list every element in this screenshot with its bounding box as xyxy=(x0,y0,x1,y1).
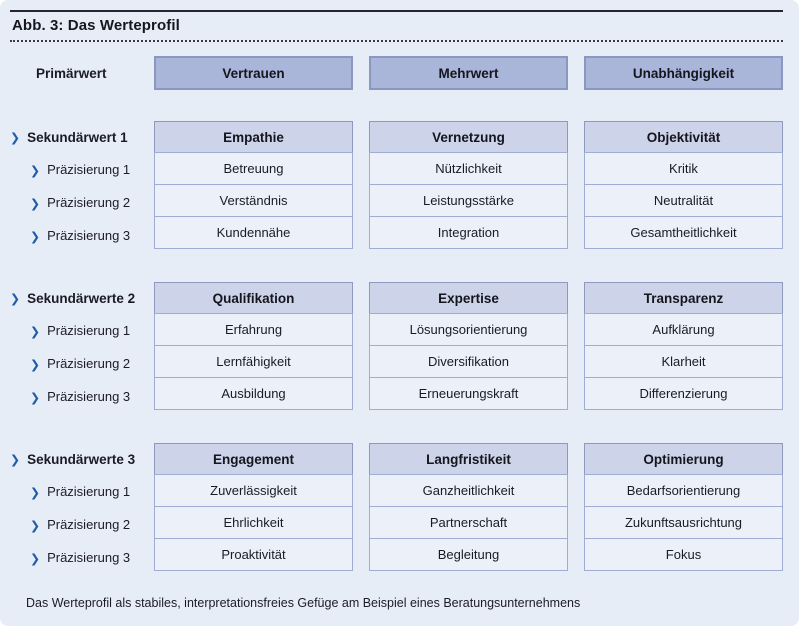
value-cell: Ausbildung xyxy=(154,377,353,410)
section-labels: ❯ Sekundärwerte 3 ❯ Präzisierung 1 ❯ Prä… xyxy=(10,443,138,574)
figure-title: Abb. 3: Das Werteprofil xyxy=(12,17,180,34)
section-labels: ❯ Sekundärwert 1 ❯ Präzisierung 1 ❯ Präz… xyxy=(10,121,138,252)
section-sekundaerwerte-2: ❯ Sekundärwerte 2 ❯ Präzisierung 1 ❯ Prä… xyxy=(10,282,783,413)
primary-value-box: Vertrauen xyxy=(154,56,353,90)
row-label-text: Präzisierung 1 xyxy=(47,484,131,499)
value-cell: Kundennähe xyxy=(154,216,353,249)
chevron-right-icon: ❯ xyxy=(30,485,41,499)
row-label-text: Präzisierung 3 xyxy=(47,389,131,404)
row-label: ❯ Präzisierung 3 xyxy=(10,219,138,252)
row-label-text: Präzisierung 1 xyxy=(47,323,131,338)
row-label-text: Präzisierung 3 xyxy=(47,550,131,565)
value-cell: Ehrlichkeit xyxy=(154,506,353,539)
row-label: ❯ Präzisierung 1 xyxy=(10,153,138,186)
figure-header: Abb. 3: Das Werteprofil xyxy=(10,10,783,42)
row-label-text: Präzisierung 2 xyxy=(47,517,131,532)
value-cell: Neutralität xyxy=(584,184,783,217)
row-label: ❯ Präzisierung 2 xyxy=(10,508,138,541)
value-cell: Ganzheitlichkeit xyxy=(369,474,568,507)
section-sekundaerwerte-3: ❯ Sekundärwerte 3 ❯ Präzisierung 1 ❯ Prä… xyxy=(10,443,783,574)
value-column: Transparenz Aufklärung Klarheit Differen… xyxy=(584,282,783,410)
column-header-cell: Empathie xyxy=(154,121,353,153)
value-cell: Begleitung xyxy=(369,538,568,571)
chevron-right-icon: ❯ xyxy=(10,291,21,306)
value-cell: Betreuung xyxy=(154,152,353,185)
column-header-cell: Engagement xyxy=(154,443,353,475)
row-label-text: Präzisierung 3 xyxy=(47,228,131,243)
column-header-cell: Langfristikeit xyxy=(369,443,568,475)
chevron-right-icon: ❯ xyxy=(30,357,41,371)
value-cell: Lösungsorientierung xyxy=(369,313,568,346)
value-cell: Fokus xyxy=(584,538,783,571)
value-cell: Leistungsstärke xyxy=(369,184,568,217)
section-label: ❯ Sekundärwerte 3 xyxy=(10,443,138,475)
chevron-right-icon: ❯ xyxy=(30,196,41,210)
chevron-right-icon: ❯ xyxy=(10,452,21,467)
figure-caption: Das Werteprofil als stabiles, interpreta… xyxy=(26,596,581,610)
section-label-text: Sekundärwert 1 xyxy=(27,129,128,145)
value-column: Expertise Lösungsorientierung Diversifik… xyxy=(369,282,568,410)
value-cell: Nützlichkeit xyxy=(369,152,568,185)
value-column: Empathie Betreuung Verständnis Kundennäh… xyxy=(154,121,353,249)
section-label-text: Sekundärwerte 3 xyxy=(27,451,136,467)
value-cell: Differenzierung xyxy=(584,377,783,410)
value-column: Engagement Zuverlässigkeit Ehrlichkeit P… xyxy=(154,443,353,571)
chevron-right-icon: ❯ xyxy=(30,551,41,565)
column-header-cell: Transparenz xyxy=(584,282,783,314)
value-column: Optimierung Bedarfsorientierung Zukunfts… xyxy=(584,443,783,571)
primary-value-box: Unabhängigkeit xyxy=(584,56,783,90)
section-labels: ❯ Sekundärwerte 2 ❯ Präzisierung 1 ❯ Prä… xyxy=(10,282,138,413)
chevron-right-icon: ❯ xyxy=(30,390,41,404)
value-cell: Kritik xyxy=(584,152,783,185)
primary-label: Primärwert xyxy=(36,65,107,81)
value-cell: Proaktivität xyxy=(154,538,353,571)
section-label-text: Sekundärwerte 2 xyxy=(27,290,136,306)
primary-row: Primärwert Vertrauen Mehrwert Unabhängig… xyxy=(10,56,783,90)
chevron-right-icon: ❯ xyxy=(30,518,41,532)
primary-value-box: Mehrwert xyxy=(369,56,568,90)
row-label-text: Präzisierung 2 xyxy=(47,195,131,210)
section-label: ❯ Sekundärwerte 2 xyxy=(10,282,138,314)
value-cell: Zukunftsausrichtung xyxy=(584,506,783,539)
chevron-right-icon: ❯ xyxy=(10,130,21,145)
value-column: Vernetzung Nützlichkeit Leistungsstärke … xyxy=(369,121,568,249)
column-header-cell: Optimierung xyxy=(584,443,783,475)
column-header-cell: Qualifikation xyxy=(154,282,353,314)
column-header-cell: Vernetzung xyxy=(369,121,568,153)
row-label: ❯ Präzisierung 2 xyxy=(10,347,138,380)
value-cell: Zuverlässigkeit xyxy=(154,474,353,507)
value-cell: Aufklärung xyxy=(584,313,783,346)
column-header-cell: Objektivität xyxy=(584,121,783,153)
column-header-cell: Expertise xyxy=(369,282,568,314)
value-column: Langfristikeit Ganzheitlichkeit Partners… xyxy=(369,443,568,571)
value-cell: Verständnis xyxy=(154,184,353,217)
chevron-right-icon: ❯ xyxy=(30,229,41,243)
row-label: ❯ Präzisierung 3 xyxy=(10,380,138,413)
value-cell: Bedarfsorientierung xyxy=(584,474,783,507)
value-cell: Erfahrung xyxy=(154,313,353,346)
row-label: ❯ Präzisierung 1 xyxy=(10,314,138,347)
value-cell: Klarheit xyxy=(584,345,783,378)
value-cell: Lernfähigkeit xyxy=(154,345,353,378)
row-label: ❯ Präzisierung 1 xyxy=(10,475,138,508)
chevron-right-icon: ❯ xyxy=(30,324,41,338)
row-label: ❯ Präzisierung 2 xyxy=(10,186,138,219)
value-column: Objektivität Kritik Neutralität Gesamthe… xyxy=(584,121,783,249)
chevron-right-icon: ❯ xyxy=(30,163,41,177)
row-label-text: Präzisierung 2 xyxy=(47,356,131,371)
row-label: ❯ Präzisierung 3 xyxy=(10,541,138,574)
value-cell: Partnerschaft xyxy=(369,506,568,539)
value-cell: Gesamtheitlichkeit xyxy=(584,216,783,249)
value-cell: Erneuerungskraft xyxy=(369,377,568,410)
value-column: Qualifikation Erfahrung Lernfähigkeit Au… xyxy=(154,282,353,410)
section-label: ❯ Sekundärwert 1 xyxy=(10,121,138,153)
value-cell: Integration xyxy=(369,216,568,249)
value-cell: Diversifikation xyxy=(369,345,568,378)
row-label-text: Präzisierung 1 xyxy=(47,162,131,177)
section-sekundaerwert-1: ❯ Sekundärwert 1 ❯ Präzisierung 1 ❯ Präz… xyxy=(10,121,783,252)
